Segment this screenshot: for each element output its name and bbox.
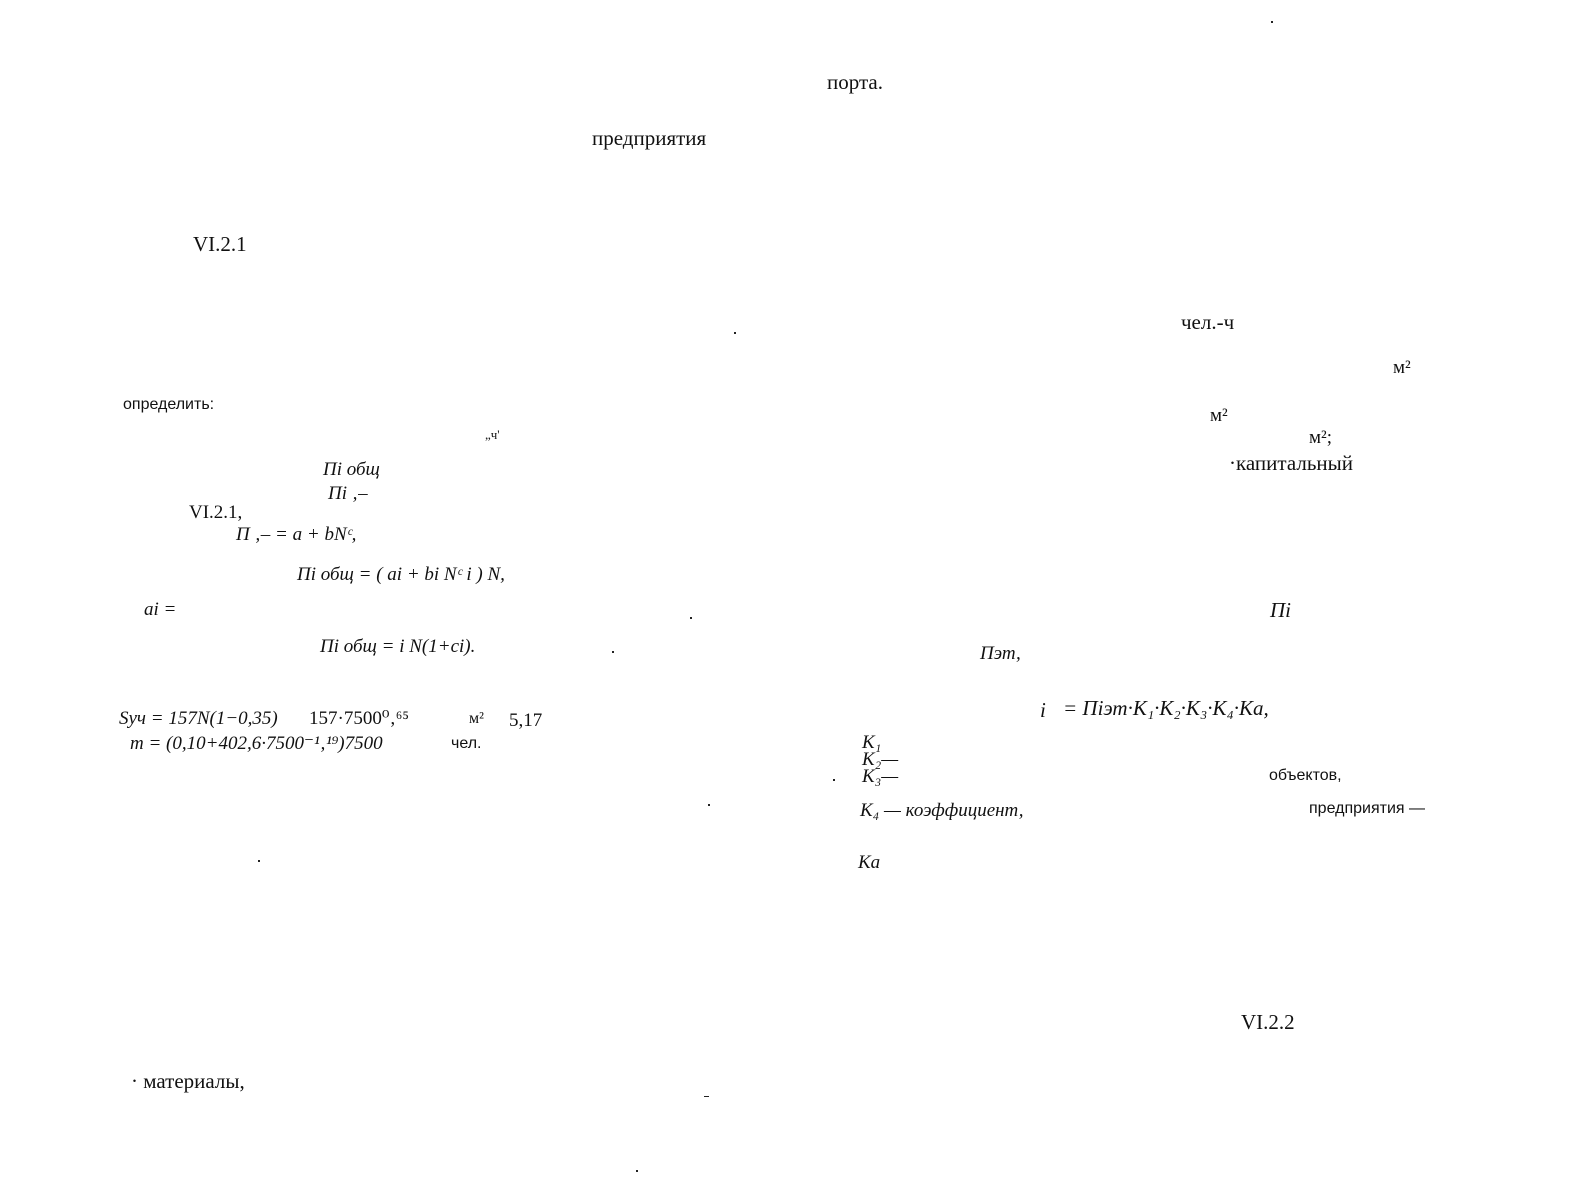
- scan-speck: [734, 332, 736, 334]
- scan-speck: [690, 617, 692, 619]
- formula-1: П ‚– = a + bNᶜ,: [236, 524, 357, 545]
- heading-predpriyatiya: предприятия: [592, 126, 707, 150]
- main-formula-i: i: [1040, 698, 1046, 722]
- text-kapitalny: ·капитальный: [1229, 451, 1353, 475]
- coef-k4: K₄ — коэффициент,: [860, 800, 1024, 821]
- scan-speck: [636, 1170, 638, 1172]
- s-formula: Sуч = 157N(1−0,35): [119, 708, 278, 729]
- formula-2: Пi общ = ( ai + bi Nᶜ i ) N,: [297, 564, 505, 585]
- scan-speck: [258, 860, 260, 862]
- coef-ka: Kа: [858, 852, 881, 873]
- m-unit: чел.: [451, 735, 482, 752]
- scan-speck: [1271, 21, 1273, 23]
- section-label-vi-2-2: VI.2.2: [1241, 1010, 1295, 1034]
- m-formula: m = (0,10+402,6·7500⁻¹‚¹⁹)7500: [130, 733, 383, 754]
- symbol-pi-right: Пi: [1270, 598, 1291, 622]
- s-unit: м²: [469, 710, 484, 727]
- s-calc: 157·7500⁰‚⁶⁵: [309, 708, 410, 729]
- ai-label: ai =: [144, 599, 177, 620]
- coef-k1: K₁: [862, 732, 882, 753]
- section-label-vi-2-1: VI.2.1: [193, 232, 247, 256]
- symbol-p-et: Пэт,: [980, 643, 1021, 664]
- scan-speck: [708, 804, 710, 806]
- unit-m2-a: м²: [1393, 357, 1411, 378]
- text-opredelit: определить:: [123, 396, 215, 413]
- formula-3: Пi общ = i N(1+ci).: [320, 636, 476, 657]
- text-small-ch: „ч': [485, 427, 500, 442]
- text-porta: порта.: [827, 70, 883, 94]
- symbol-pi-obsh: Пi общ: [323, 459, 380, 480]
- text-chel-ch: чел.-ч: [1181, 310, 1235, 334]
- unit-m2-c: м²;: [1309, 427, 1332, 448]
- coef-k2: K₂—: [862, 749, 899, 770]
- coef-k3: K₃—: [862, 766, 899, 787]
- main-formula: = Пiэт·K₁·K₂·K₃·K₄·Kа,: [1063, 696, 1269, 720]
- scan-speck: [833, 779, 835, 781]
- s-value: 5,17: [509, 710, 543, 731]
- unit-m2-b: м²: [1210, 405, 1228, 426]
- scan-speck: [612, 651, 614, 653]
- text-predpriyatiya-dash: предприятия —: [1309, 800, 1425, 817]
- scan-speck: [704, 1096, 709, 1097]
- text-materialy: · материалы,: [131, 1069, 245, 1093]
- symbol-pi: Пi ‚–: [328, 483, 368, 504]
- ref-vi-2-1: VI.2.1,: [189, 502, 243, 523]
- text-obektov: объектов,: [1269, 767, 1342, 784]
